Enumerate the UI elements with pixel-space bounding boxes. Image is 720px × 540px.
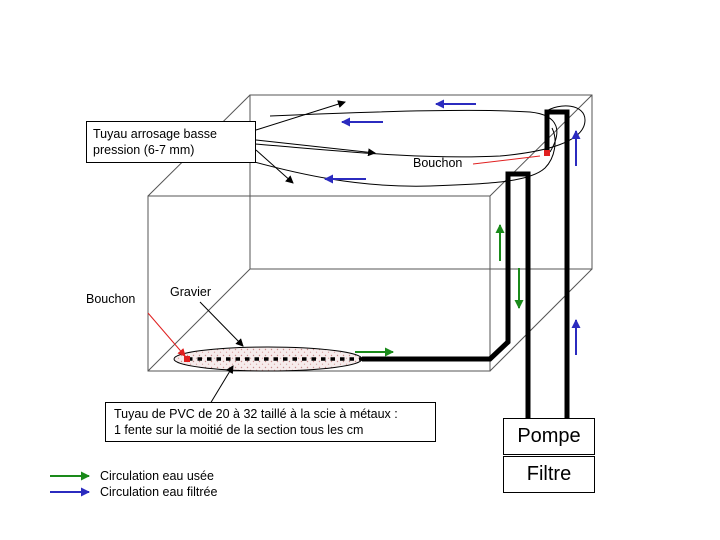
pump-box: Pompe xyxy=(503,418,595,455)
hose-label-box: Tuyau arrosage basse pression (6-7 mm) xyxy=(86,121,256,163)
hose-pointer-3 xyxy=(255,149,294,184)
tank-edge-bottom-left xyxy=(147,268,251,372)
pvc-pointer xyxy=(209,365,234,405)
thick-pipes xyxy=(362,109,570,418)
hose-loop-3 xyxy=(239,127,556,187)
plug-left-marker xyxy=(184,356,190,362)
gravel-label: Gravier xyxy=(170,285,211,299)
red-pointers xyxy=(147,155,541,357)
plug-top-label: Bouchon xyxy=(413,156,463,170)
filter-box: Filtre xyxy=(503,456,595,493)
filter-label: Filtre xyxy=(526,463,572,485)
plug-left-label: Bouchon xyxy=(86,292,136,306)
plug-left-pointer xyxy=(147,312,186,357)
tank-edge-bottom-right xyxy=(489,268,593,372)
pvc-pipe-in-gravel xyxy=(173,346,365,372)
legend-used-label: Circulation eau usée xyxy=(100,469,214,483)
pvc-label-line2: 1 fente sur la moitié de la section tous… xyxy=(114,423,364,437)
hose-loop-1 xyxy=(269,109,558,153)
hose-label-line2: pression (6-7 mm) xyxy=(93,143,195,157)
hose-label-pointers xyxy=(255,100,376,184)
gravel-pointer xyxy=(199,301,244,347)
hose-pointer-2 xyxy=(255,139,376,157)
hose-pointer-1 xyxy=(255,100,346,131)
tank-front-face xyxy=(147,195,491,372)
plug-top-pointer xyxy=(472,155,541,165)
pvc-label-box: Tuyau de PVC de 20 à 32 taillé à la scie… xyxy=(105,402,436,442)
hose-label-line1: Tuyau arrosage basse xyxy=(93,127,217,141)
used-flow-arrows xyxy=(355,224,524,357)
pipe-pvc-to-pump xyxy=(362,171,531,418)
aquarium-tank xyxy=(147,94,593,372)
plug-top-marker xyxy=(544,150,550,156)
tank-back-face xyxy=(249,94,593,270)
pvc-label-line1: Tuyau de PVC de 20 à 32 taillé à la scie… xyxy=(114,407,398,421)
legend-filtered-label: Circulation eau filtrée xyxy=(100,485,218,499)
hose-loop-2 xyxy=(254,105,586,158)
filtered-flow-arrows xyxy=(324,99,581,355)
garden-hose xyxy=(239,105,586,187)
pipe-filter-return xyxy=(544,109,570,418)
pump-label: Pompe xyxy=(517,425,581,447)
